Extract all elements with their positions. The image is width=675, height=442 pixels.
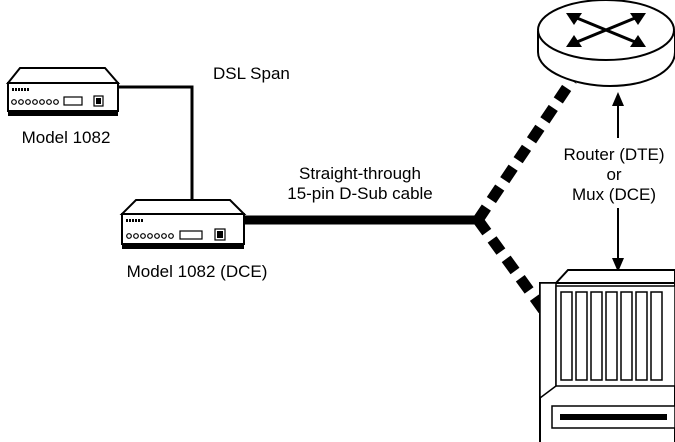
modem-local-icon xyxy=(119,199,247,249)
mux-dce-label: Mux (DCE) xyxy=(572,185,656,204)
remote-modem-label: Model 1082 xyxy=(22,128,111,147)
cable-label-line2: 15-pin D-Sub cable xyxy=(287,184,433,203)
or-label: or xyxy=(606,165,621,184)
cable-label-line1: Straight-through xyxy=(299,164,421,183)
multiplexer-chassis-icon xyxy=(539,269,675,442)
router-icon xyxy=(537,0,675,88)
arrow-down-head xyxy=(612,258,624,272)
arrow-up-head xyxy=(612,92,624,106)
dsl-span-line xyxy=(110,85,194,212)
dsl-span-label: DSL Span xyxy=(213,64,290,83)
router-dte-label: Router (DTE) xyxy=(563,145,664,164)
router-dashed-link xyxy=(473,76,577,224)
modem-remote-icon xyxy=(5,67,121,116)
local-modem-label: Model 1082 (DCE) xyxy=(127,262,268,281)
